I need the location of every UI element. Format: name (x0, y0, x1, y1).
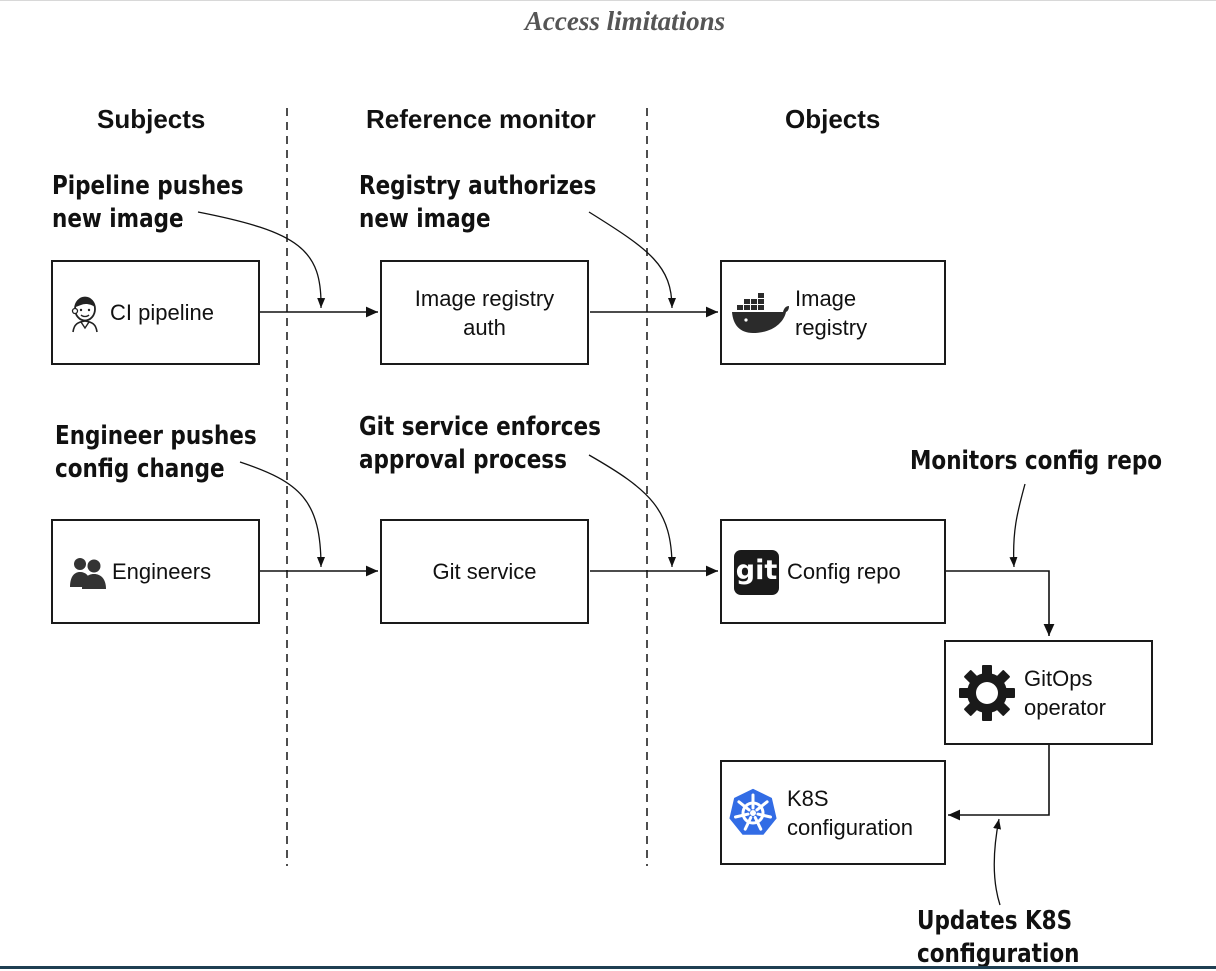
people-icon (70, 558, 106, 589)
gear-icon (959, 665, 1015, 721)
k8s-configuration-box: K8S configuration (720, 760, 946, 865)
config-repo-box: git Config repo (720, 519, 946, 624)
column-header-reference-monitor: Reference monitor (366, 104, 596, 134)
image-registry-auth-box: Image registry auth (380, 260, 589, 365)
gitops-operator-label: GitOps operator (1024, 664, 1106, 722)
box-label-line: operator (1024, 695, 1106, 720)
annotation-engineer-pushes: Engineer pushes config change (55, 420, 257, 486)
annotation-registry-authorizes: Registry authorizes new image (359, 170, 596, 236)
annotation-updates-k8s: Updates K8S configuration (917, 905, 1079, 971)
annotation-pipeline-pushes: Pipeline pushes new image (52, 170, 244, 236)
image-registry-box: Image registry (720, 260, 946, 365)
annotation-line: Git service enforces (359, 412, 601, 442)
gitops-operator-box: GitOps operator (944, 640, 1153, 745)
callout-git-enforces (588, 454, 676, 568)
git-logo-text: git (735, 555, 778, 586)
jenkins-icon (71, 296, 98, 333)
image-registry-label: Image registry (795, 284, 867, 342)
arrow-config-repo-to-gitops (946, 570, 1055, 636)
annotation-line: new image (52, 204, 184, 234)
annotation-git-service-enforces: Git service enforces approval process (359, 411, 601, 477)
box-label-line: registry (795, 315, 868, 340)
box-label-line: K8S (787, 786, 829, 811)
callout-engineer-pushes (239, 461, 325, 568)
top-rule (0, 0, 1216, 1)
annotation-line: Pipeline pushes (52, 171, 244, 201)
column-header-objects: Objects (785, 104, 881, 134)
annotation-line: Engineer pushes (55, 421, 257, 451)
k8s-configuration-label: K8S configuration (787, 784, 913, 842)
image-registry-auth-label: Image registry auth (382, 284, 587, 342)
callout-monitors (1009, 483, 1026, 568)
column-header-subjects: Subjects (97, 104, 206, 134)
annotation-line: Updates K8S (917, 906, 1073, 936)
config-repo-label: Config repo (787, 559, 901, 584)
git-logo-icon: git (734, 550, 779, 595)
arrow-gitops-to-k8s (948, 745, 1050, 821)
git-service-label: Git service (432, 559, 537, 584)
bottom-rule (0, 966, 1216, 969)
box-label-line: auth (463, 315, 506, 340)
box-label-line: configuration (787, 815, 913, 840)
box-label-line: Image (795, 286, 857, 311)
diagram-title: Access limitations (524, 6, 726, 36)
annotation-line: approval process (359, 445, 567, 475)
annotation-line: new image (359, 204, 491, 234)
annotation-line: Monitors config repo (910, 446, 1163, 476)
box-label-line: GitOps (1024, 666, 1093, 691)
engineers-label: Engineers (112, 559, 212, 584)
callout-pipeline-pushes (197, 211, 326, 309)
callout-updates-k8s (993, 818, 1002, 906)
engineers-box: Engineers (51, 519, 260, 624)
docker-whale-icon (732, 293, 789, 333)
annotation-line: config change (55, 454, 225, 484)
callout-registry-authorizes (588, 211, 676, 309)
ci-pipeline-box: CI pipeline (51, 260, 260, 365)
git-service-box: Git service (380, 519, 589, 624)
kubernetes-helm-icon (727, 787, 779, 837)
box-label-line: Image registry (414, 286, 555, 311)
annotation-line: configuration (917, 939, 1080, 969)
annotation-monitors-config-repo: Monitors config repo (910, 445, 1162, 478)
ci-pipeline-label: CI pipeline (110, 300, 214, 325)
annotation-line: Registry authorizes (359, 171, 597, 201)
